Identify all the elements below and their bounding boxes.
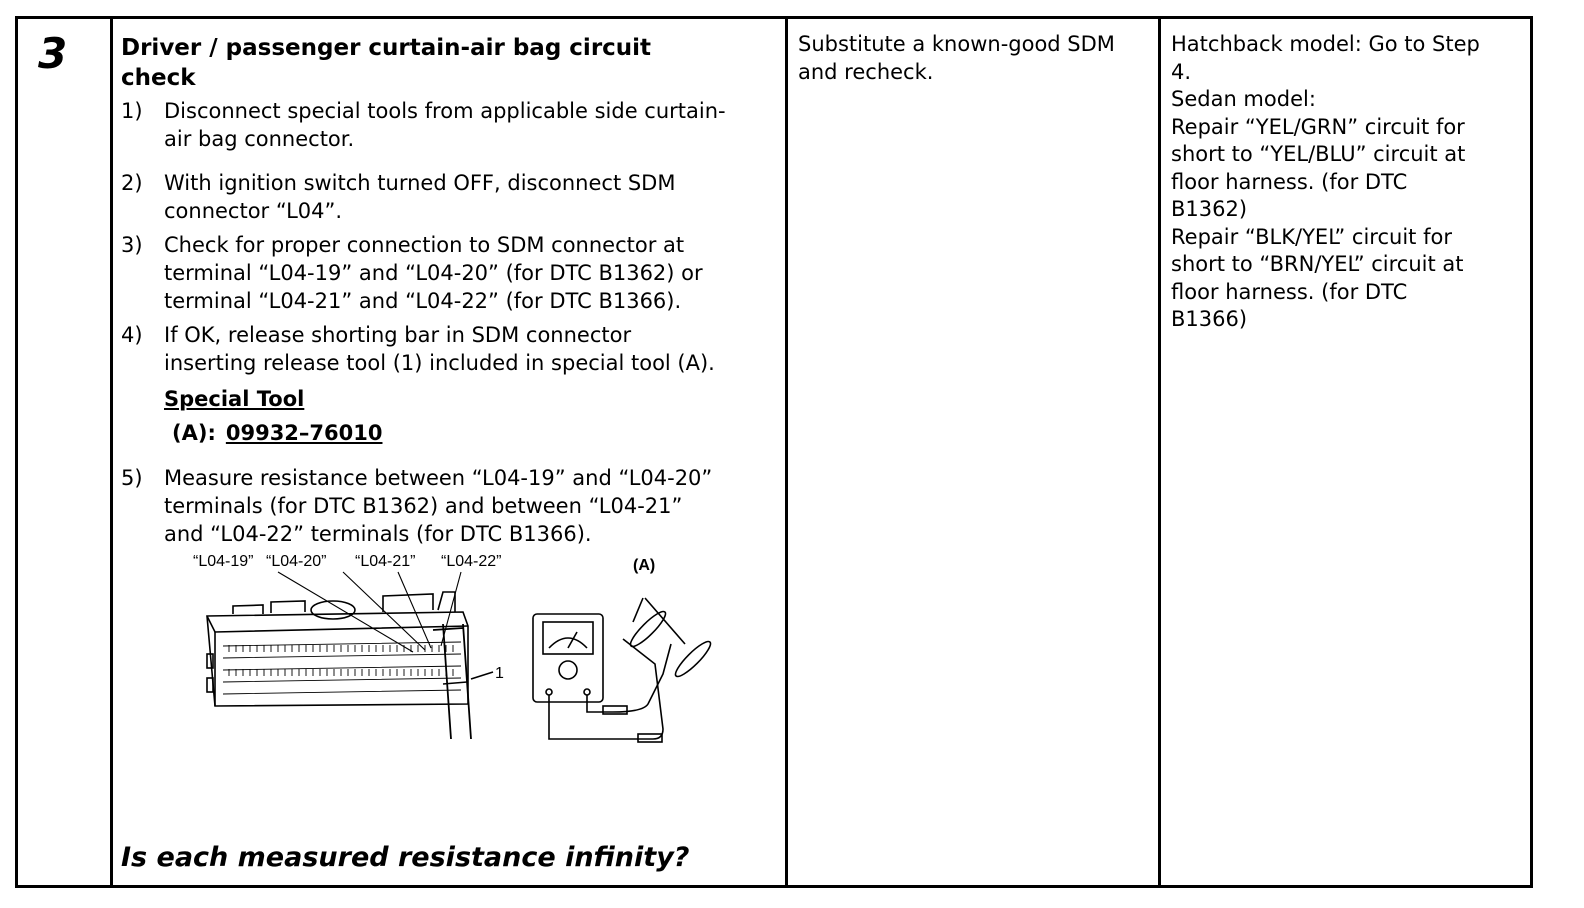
release-tool-edge xyxy=(442,681,468,685)
connector-slot xyxy=(206,653,214,669)
item-number: 5) xyxy=(121,466,143,490)
item-text-line: Measure resistance between “L04-19” and … xyxy=(164,466,713,490)
item-text: Check for proper connection to SDM conne… xyxy=(164,231,804,315)
item-number: 1) xyxy=(121,99,143,123)
ohmmeter-needle xyxy=(567,631,578,649)
item-text-line: air bag connector. xyxy=(164,127,355,151)
step-title-line: check xyxy=(121,65,196,91)
action-cell: Driver / passenger curtain-air bag circu… xyxy=(113,19,785,885)
connector-latch xyxy=(270,600,306,613)
diagnostic-question: Is each measured resistance infinity? xyxy=(121,842,690,873)
connector-slot xyxy=(206,677,214,693)
tool-leader xyxy=(644,597,686,645)
no-result-line: Repair “BLK/YEL” circuit for xyxy=(1171,224,1452,249)
item-text-line: terminals (for DTC B1362) and between “L… xyxy=(164,494,683,518)
item-number: 3) xyxy=(121,233,143,257)
yes-result-text: Substitute a known-good SDM and recheck. xyxy=(798,31,1115,86)
item-text-line: and “L04-22” terminals (for DTC B1366). xyxy=(164,522,592,546)
ohmmeter-jack xyxy=(545,688,553,696)
no-result-line: Repair “YEL/GRN” circuit for xyxy=(1171,114,1465,139)
ohmmeter-display xyxy=(542,621,594,655)
special-tool-part-number: 09932–76010 xyxy=(225,421,383,445)
no-result-line: Sedan model: xyxy=(1171,87,1316,111)
column-divider xyxy=(785,19,788,885)
no-result-line: short to “BRN/YEL” circuit at xyxy=(1171,252,1464,276)
terminal-rows xyxy=(222,641,462,695)
release-tool xyxy=(432,623,472,740)
column-divider xyxy=(1158,19,1161,885)
release-tool-label: 1 xyxy=(495,665,504,682)
yes-result-line: and recheck. xyxy=(798,59,934,84)
test-probe xyxy=(674,640,712,678)
item-number: 4) xyxy=(121,323,143,347)
terminal-leader xyxy=(277,571,414,653)
lead-plug xyxy=(637,733,663,743)
terminal-label: “L04-19” xyxy=(193,554,253,570)
item-text: Measure resistance between “L04-19” and … xyxy=(164,464,804,548)
item-text-line: With ignition switch turned OFF, disconn… xyxy=(164,171,676,195)
tool-a-label: (A) xyxy=(633,557,655,574)
item-text-line: Disconnect special tools from applicable… xyxy=(164,99,726,123)
terminal-leader xyxy=(440,571,462,647)
connector-lock xyxy=(310,600,356,620)
step-cell: 3 xyxy=(18,19,110,885)
terminal-label: “L04-21” xyxy=(355,554,415,570)
terminal-label: “L04-22” xyxy=(441,554,501,570)
special-tool-heading: Special Tool xyxy=(164,387,305,411)
connector-latch xyxy=(232,604,264,614)
no-result-line: 4. xyxy=(1171,59,1192,84)
test-probe xyxy=(629,610,667,648)
step-title-line: Driver / passenger curtain-air bag circu… xyxy=(121,35,652,61)
item-text-line: terminal “L04-21” and “L04-22” (for DTC … xyxy=(164,289,682,313)
item-text-line: Check for proper connection to SDM conne… xyxy=(164,233,685,257)
yes-result-line: Substitute a known-good SDM xyxy=(798,32,1115,56)
column-divider xyxy=(110,19,113,885)
terminal-columns xyxy=(228,645,454,676)
no-result-text: Hatchback model: Go to Step 4. Sedan mod… xyxy=(1171,31,1480,334)
lead-plug xyxy=(602,705,628,715)
item-text-line: inserting release tool (1) included in s… xyxy=(164,351,715,375)
release-tool-leader xyxy=(470,671,494,680)
ohmmeter-knob xyxy=(558,660,578,680)
ohmmeter-jack xyxy=(583,688,591,696)
special-tool-row: (A): 09932–76010 xyxy=(172,419,382,447)
step-number: 3 xyxy=(38,29,68,78)
connector-illustration: “L04-19” “L04-20” “L04-21” “L04-22” (A) … xyxy=(193,554,712,743)
item-text-line: terminal “L04-19” and “L04-20” (for DTC … xyxy=(164,261,703,285)
yes-result-cell: Substitute a known-good SDM and recheck. xyxy=(788,19,1158,885)
item-text: If OK, release shorting bar in SDM conne… xyxy=(164,321,804,377)
no-result-line: B1366) xyxy=(1171,307,1248,331)
no-result-line: floor harness. (for DTC xyxy=(1171,279,1408,304)
item-number: 2) xyxy=(121,171,143,195)
tool-leader xyxy=(632,597,644,623)
item-text-line: connector “L04”. xyxy=(164,199,343,223)
special-tool-label: (A): xyxy=(172,421,216,445)
terminal-leader xyxy=(397,571,432,649)
diagnostic-table: 3 Driver / passenger curtain-air bag cir… xyxy=(15,16,1533,888)
no-result-line: floor harness. (for DTC xyxy=(1171,169,1408,194)
ohmmeter-dial xyxy=(548,637,588,649)
test-lead xyxy=(586,643,672,713)
no-result-line: Hatchback model: Go to Step xyxy=(1171,32,1480,56)
connector-latch xyxy=(437,591,456,612)
no-result-line: short to “YEL/BLU” circuit at xyxy=(1171,142,1466,166)
terminal-label: “L04-20” xyxy=(266,554,326,570)
item-text-line: If OK, release shorting bar in SDM conne… xyxy=(164,323,632,347)
test-lead xyxy=(548,638,664,740)
no-result-cell: Hatchback model: Go to Step 4. Sedan mod… xyxy=(1161,19,1533,885)
item-text: With ignition switch turned OFF, disconn… xyxy=(164,169,804,225)
no-result-line: B1362) xyxy=(1171,197,1248,221)
ohmmeter-body xyxy=(532,613,604,703)
connector-latch xyxy=(382,593,434,612)
step-title: Driver / passenger curtain-air bag circu… xyxy=(121,33,761,93)
terminal-leader xyxy=(342,571,426,651)
item-text: Disconnect special tools from applicable… xyxy=(164,97,804,153)
